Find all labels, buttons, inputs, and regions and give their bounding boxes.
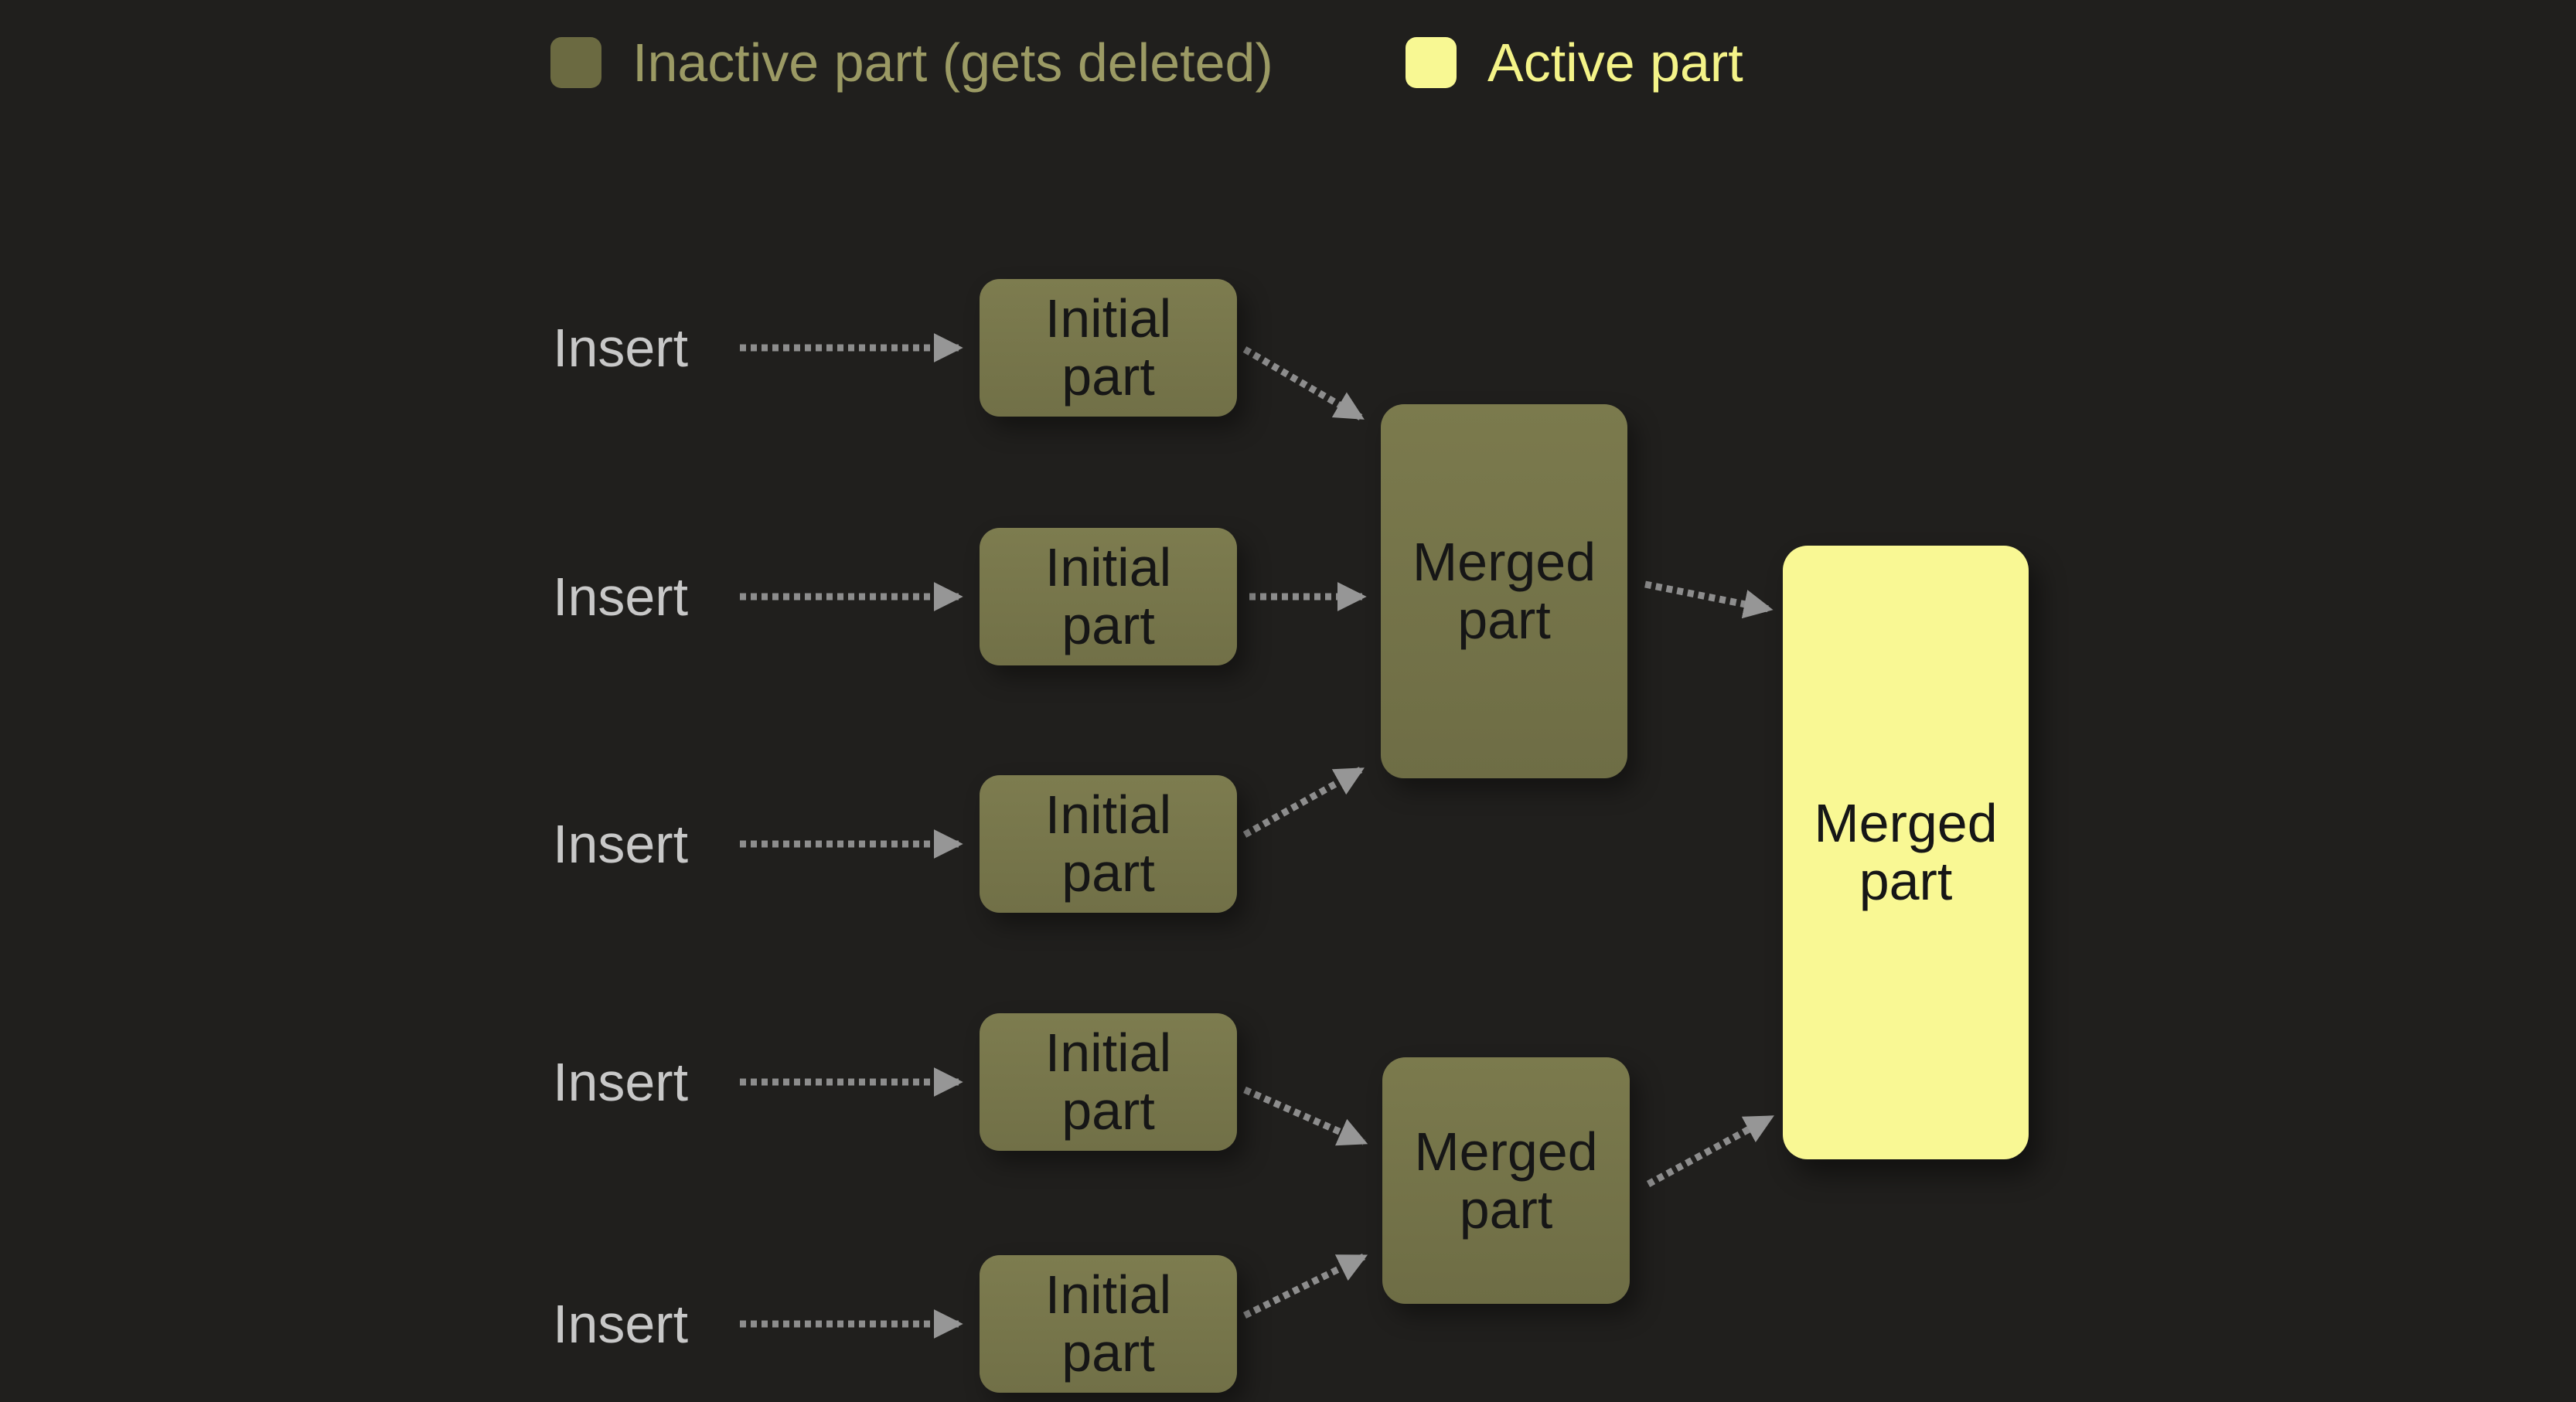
initial-part-node-2: Initial part (980, 528, 1237, 665)
insert-label-2: Insert (553, 567, 689, 627)
arrow-merged1-to-final (1644, 580, 1774, 619)
insert-label-3: Insert (553, 814, 689, 874)
initial-part-node-5: Initial part (980, 1255, 1237, 1393)
initial-part-node-1: Initial part (980, 279, 1237, 417)
arrow-initial1-to-merged1 (1242, 346, 1365, 420)
legend-swatch-inactive (550, 37, 601, 88)
arrow-initial4-to-merged2 (1243, 1086, 1368, 1146)
insert-label-4: Insert (553, 1052, 689, 1112)
arrow-merged2-to-final (1646, 1114, 1774, 1187)
insert-label-1: Insert (553, 318, 689, 378)
merged-part-node-2: Merged part (1382, 1057, 1630, 1304)
legend-label-inactive: Inactive part (gets deleted) (632, 32, 1273, 93)
merged-part-node-1: Merged part (1381, 404, 1627, 778)
initial-part-node-4: Initial part (980, 1013, 1237, 1151)
insert-label-5: Insert (553, 1294, 689, 1354)
legend-swatch-active (1406, 37, 1457, 88)
initial-part-node-3: Initial part (980, 775, 1237, 913)
active-merged-part-node: Merged part (1783, 546, 2029, 1159)
arrow-initial3-to-merged1 (1242, 767, 1365, 838)
legend-label-active: Active part (1487, 32, 1743, 93)
arrow-initial5-to-merged2 (1243, 1253, 1368, 1319)
